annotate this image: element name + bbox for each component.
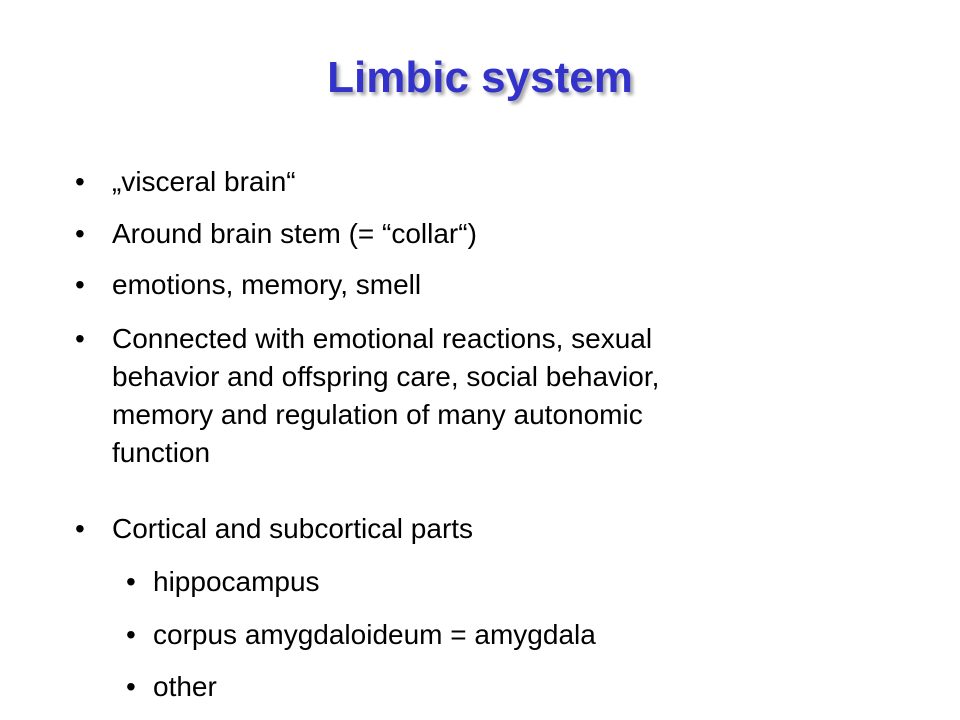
bullet-text-line: behavior and offspring care, social beha… — [112, 361, 660, 392]
bullet-dot: • — [126, 566, 136, 597]
slide-title: Limbic system — [327, 53, 633, 102]
bullet-dot: • — [75, 166, 85, 197]
sub-bullet-text: other — [153, 671, 217, 702]
bullet-dot: • — [126, 619, 136, 650]
bullet-dot: • — [75, 323, 85, 354]
bullet-dot: • — [75, 513, 85, 544]
bullet-item: • Connected with emotional reactions, se… — [75, 320, 895, 480]
sub-bullet-text: corpus amygdaloideum = amygdala — [153, 619, 596, 650]
bullet-text-line: function — [112, 437, 211, 468]
bullet-text: „visceral brain“ — [112, 166, 296, 197]
sub-bullet-text: hippocampus — [153, 566, 320, 597]
bullet-text: emotions, memory, smell — [112, 269, 422, 300]
bullet-dot: • — [126, 671, 136, 702]
bullet-text-line: Connected with emotional reactions, sexu… — [112, 323, 653, 354]
bullet-text-line: memory and regulation of many autonomic — [112, 399, 643, 430]
bullet-dot: • — [75, 269, 85, 300]
bullet-text: Around brain stem (= “collar“) — [112, 218, 477, 249]
bullet-dot: • — [75, 218, 85, 249]
bullet-text: Cortical and subcortical parts — [112, 513, 474, 544]
